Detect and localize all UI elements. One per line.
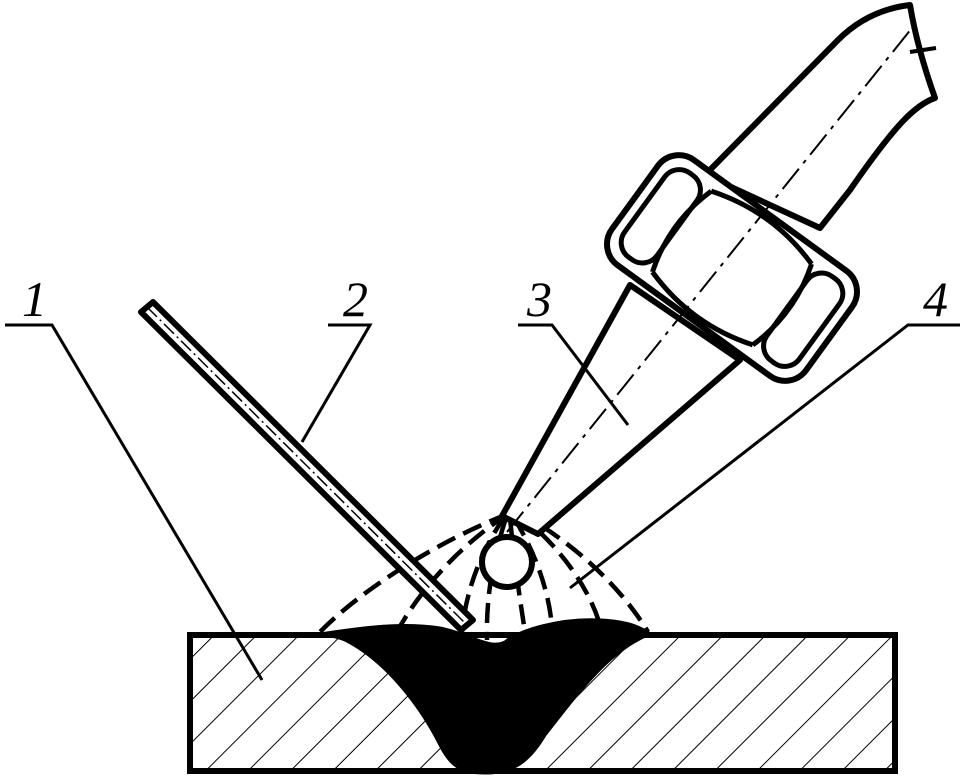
leader-lines (5, 323, 960, 681)
label-2: 2 (343, 271, 368, 327)
leader-2 (300, 323, 373, 443)
label-4: 4 (923, 271, 948, 327)
torch-tip (479, 534, 535, 590)
filler-rod (138, 299, 476, 633)
torch-nozzle (499, 282, 743, 537)
label-3: 3 (526, 271, 552, 327)
hex-nut (604, 152, 860, 384)
label-1: 1 (22, 271, 47, 327)
leader-3 (518, 323, 630, 426)
weld-pool (319, 618, 653, 775)
leader-1 (5, 323, 264, 681)
torch-handle (702, 2, 938, 231)
torch-centerline (506, 27, 913, 533)
leader-4 (569, 323, 960, 590)
